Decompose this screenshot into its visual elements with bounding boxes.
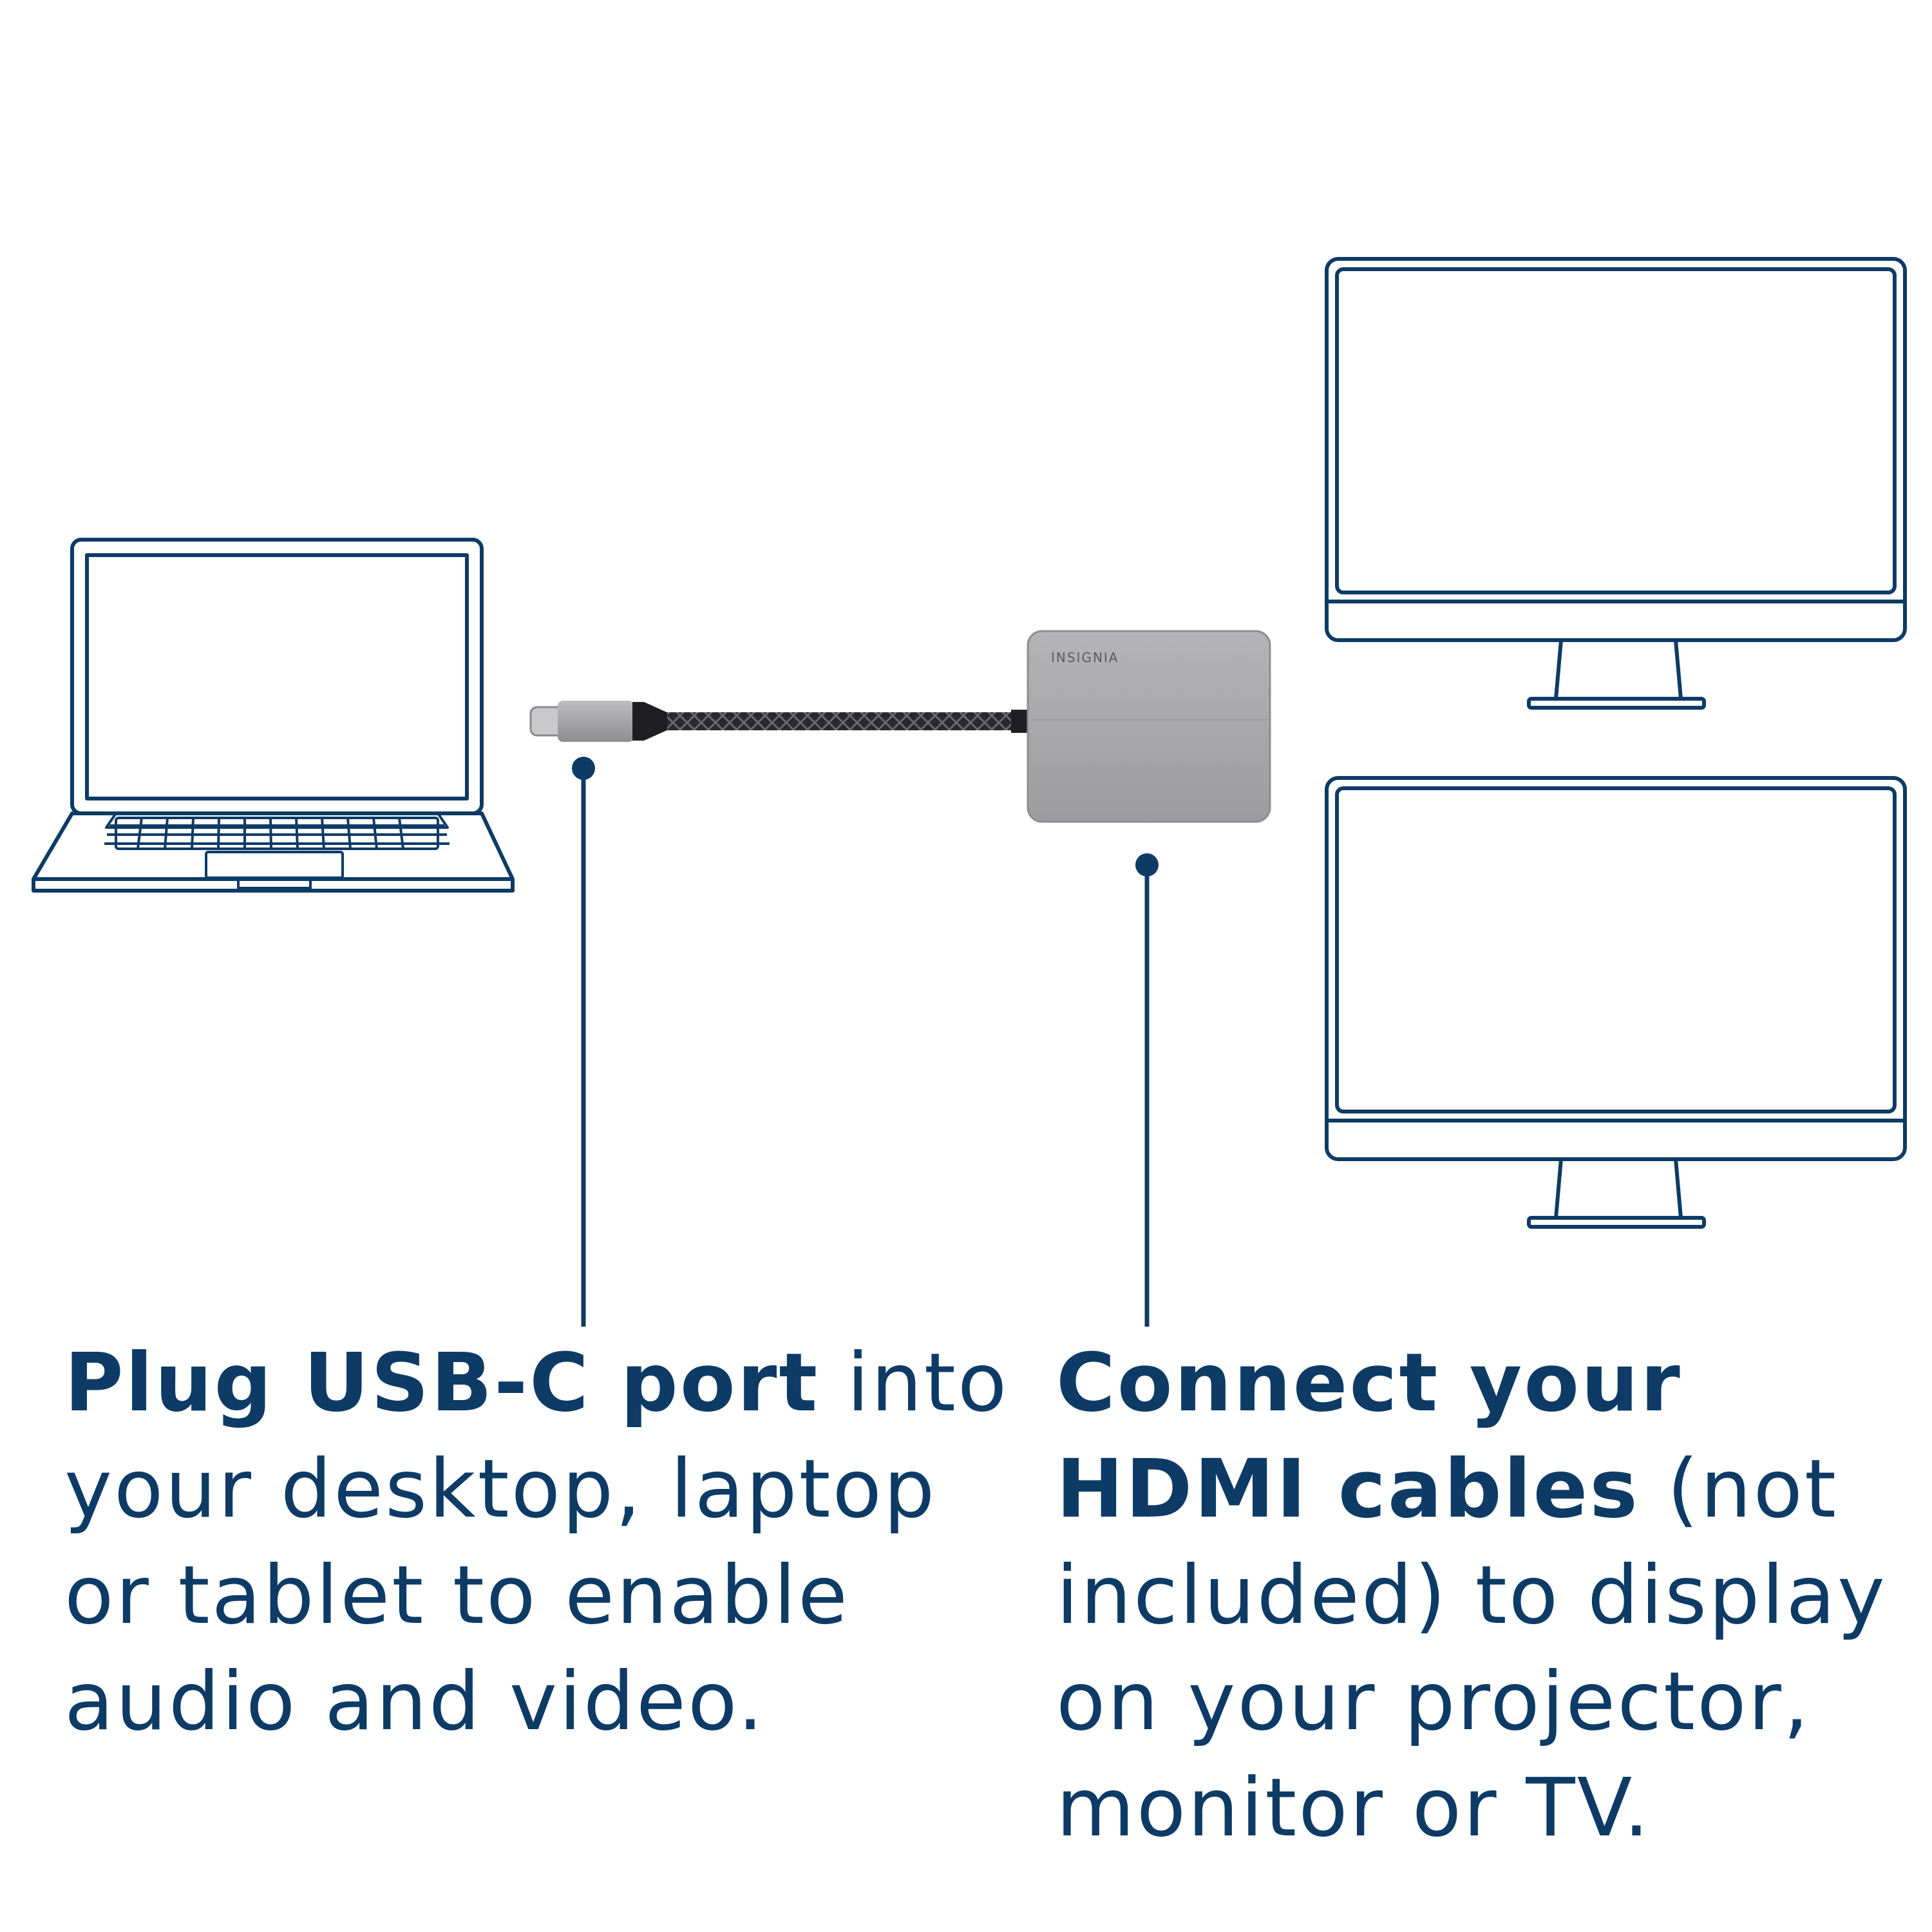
- callout-usb-c: [572, 757, 595, 1327]
- braided-cable: [667, 712, 1028, 730]
- monitor-bottom-icon: [1325, 776, 1907, 1229]
- monitor-top-icon: [1325, 257, 1907, 710]
- usb-c-instruction-bold: Plug USB-C port: [64, 1336, 820, 1430]
- laptop-icon: [32, 538, 515, 893]
- hdmi-instruction-bold: Connect your HDMI cables: [1056, 1336, 1682, 1536]
- hdmi-adapter: INSIGNIA: [1027, 630, 1271, 823]
- usb-c-instruction-text: into your desktop, laptop or tablet to e…: [64, 1336, 1009, 1748]
- adapter-brand-logo: INSIGNIA: [1051, 650, 1119, 665]
- usb-c-cable: [529, 701, 1029, 742]
- callout-hdmi: [1135, 853, 1159, 1327]
- laptop-keyboard: [104, 817, 450, 850]
- hdmi-instruction-text: (not included) to display on your projec…: [1056, 1443, 1887, 1855]
- usb-c-instruction: Plug USB-C port into your desktop, lapto…: [64, 1330, 1030, 1755]
- laptop-trackpad: [205, 851, 344, 879]
- hdmi-instruction: Connect your HDMI cables (not included) …: [1056, 1330, 1913, 1861]
- usb-c-plug-housing: [558, 701, 634, 742]
